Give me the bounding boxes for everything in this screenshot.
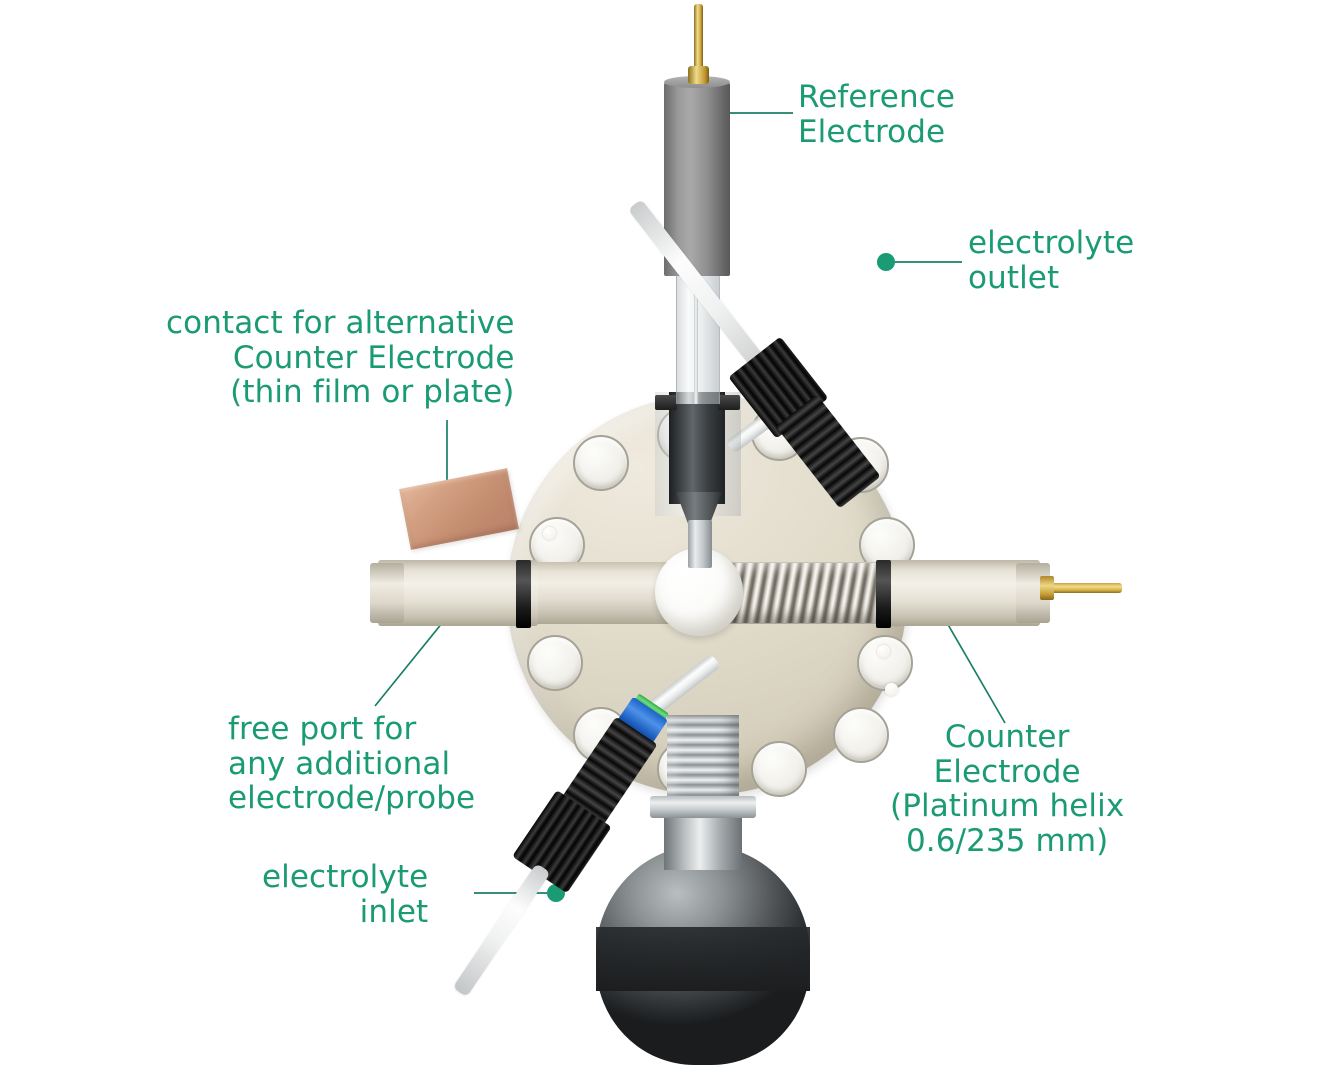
counter-electrode-gold-pin <box>1046 583 1122 593</box>
label-free-port: free port for any additional electrode/p… <box>228 711 476 817</box>
vessel-neck-thread <box>667 715 739 801</box>
reference-electrode-tip <box>688 520 712 568</box>
figure-canvas: Reference Electrode electrolyte outlet c… <box>166 4 1135 1065</box>
electrolyte-inlet-tube <box>452 863 551 998</box>
flange-port-1 <box>573 435 629 491</box>
reference-electrode-clip-left <box>655 395 677 410</box>
cell-body-shadow <box>596 927 810 991</box>
reference-electrode-pin-base <box>688 66 709 84</box>
vessel-neck-waist <box>664 812 742 870</box>
flange-pin-hole-3 <box>877 645 890 658</box>
counter-electrode-pin-base <box>1040 576 1054 600</box>
flange-port-12 <box>833 707 889 763</box>
reference-electrode-gold-pin <box>694 4 703 74</box>
reference-electrode-inner-rod <box>694 272 698 404</box>
label-reference-electrode: Reference Electrode <box>798 79 956 150</box>
alternative-counter-electrode-plate <box>399 468 519 550</box>
flange-pin-hole-1 <box>543 527 556 540</box>
label-electrolyte-outlet: electrolyte outlet <box>968 225 1135 296</box>
o-ring-right <box>876 560 891 628</box>
label-contact-alternative-counter-electrode: contact for alternative Counter Electrod… <box>166 305 515 411</box>
flange-pin-hole-5 <box>885 683 898 696</box>
flange-port-11 <box>751 741 807 797</box>
free-port-collar <box>370 563 404 623</box>
vessel-neck-flange <box>650 796 756 818</box>
label-electrolyte-inlet: electrolyte inlet <box>262 859 429 930</box>
reference-electrode-electrolyte-column <box>669 392 725 504</box>
o-ring-left <box>516 560 531 628</box>
reference-electrode-clip-right <box>718 395 740 410</box>
flange-port-7 <box>527 635 583 691</box>
flange-port-8 <box>857 635 913 691</box>
label-counter-electrode: Counter Electrode (Platinum helix 0.6/23… <box>890 719 1125 860</box>
